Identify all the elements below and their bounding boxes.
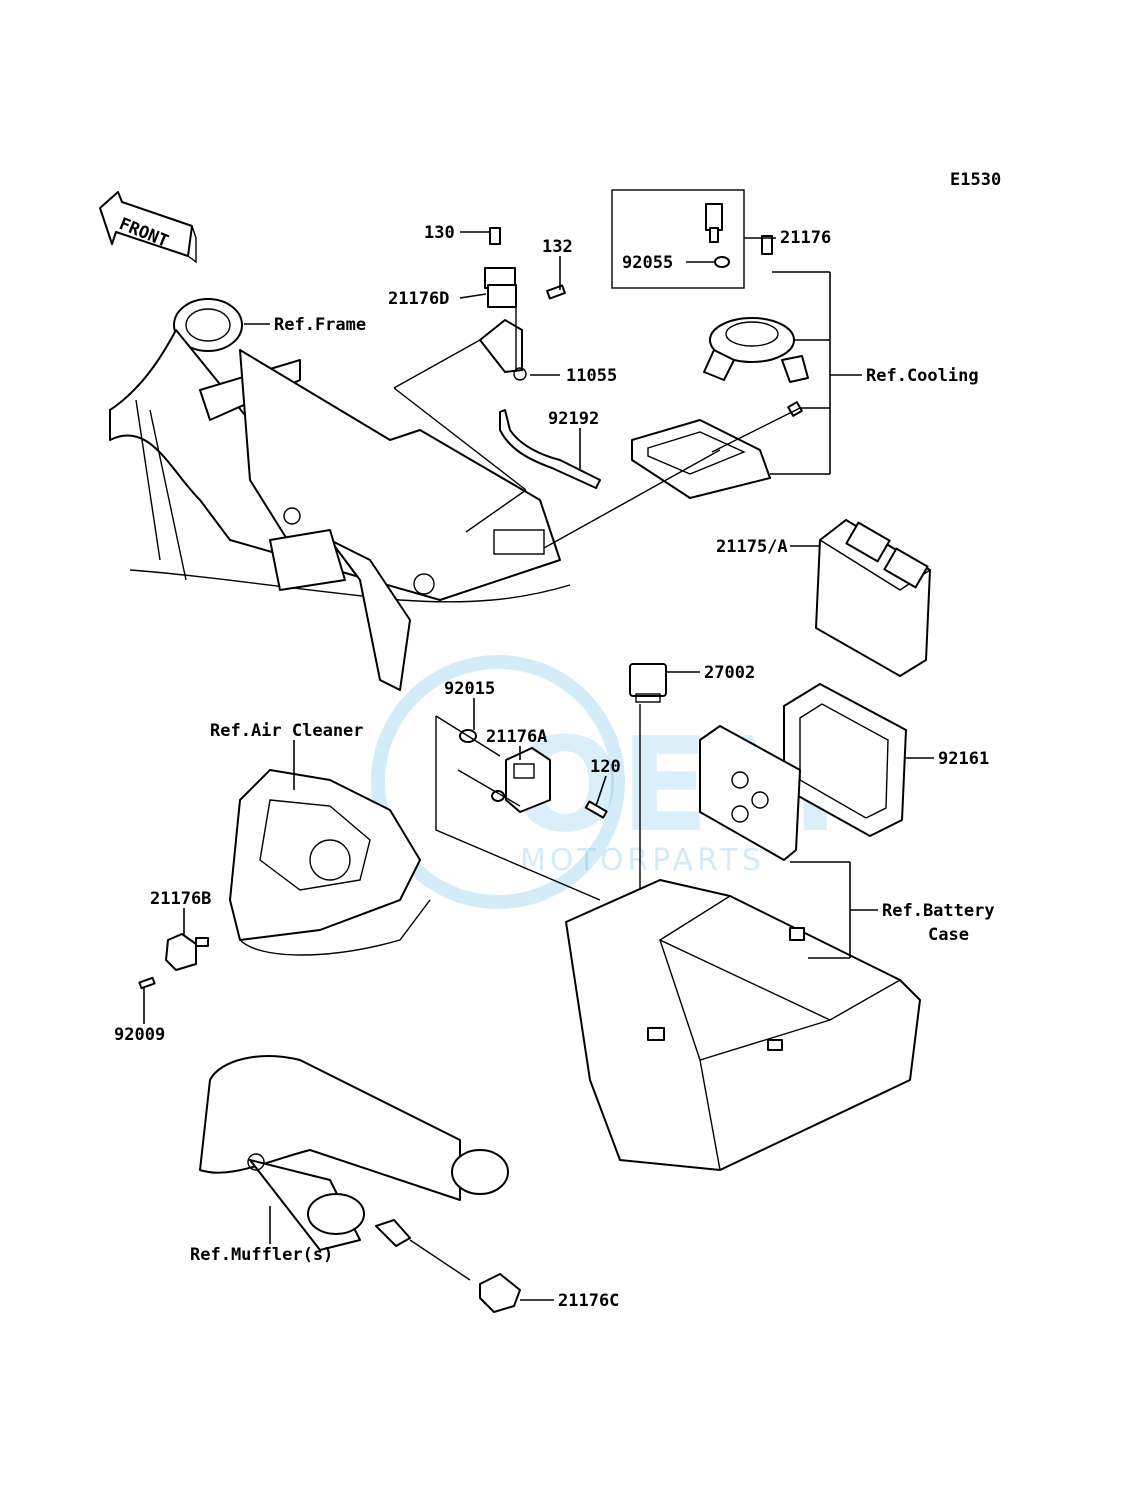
label-92009: 92009 [114, 1025, 165, 1045]
label-21175A: 21175/A [716, 537, 788, 557]
relay-drawing [629, 663, 667, 703]
label-21176C: 21176C [558, 1291, 619, 1311]
label-21176B: 21176B [150, 889, 211, 909]
ref-cooling-label: Ref.Cooling [866, 366, 979, 386]
ref-battery-case-label-1: Ref.Battery [882, 901, 995, 921]
label-21176D: 21176D [388, 289, 449, 309]
label-27002: 27002 [704, 663, 755, 683]
ref-frame-label: Ref.Frame [274, 315, 366, 335]
label-92161: 92161 [938, 749, 989, 769]
label-92055: 92055 [622, 253, 673, 273]
leader-lines [143, 231, 934, 1301]
ecu-bracket-drawing [699, 683, 907, 861]
label-132: 132 [542, 237, 573, 257]
part-21176-box [611, 189, 745, 289]
watermark-sub: MOTORPARTS [520, 843, 765, 878]
label-130: 130 [424, 223, 455, 243]
ref-battery-case-label-2: Case [928, 925, 969, 945]
label-21176A: 21176A [486, 727, 547, 747]
ref-mufflers-label: Ref.Muffler(s) [190, 1245, 333, 1265]
muffler-drawing [199, 1055, 521, 1313]
sensor-assembly-drawing [393, 227, 601, 533]
frame-drawing [109, 298, 571, 691]
battery-case-drawing [565, 704, 921, 1171]
cooling-housing-drawing [543, 235, 809, 549]
label-120: 120 [590, 757, 621, 777]
label-92192: 92192 [548, 409, 599, 429]
label-92015: 92015 [444, 679, 495, 699]
diagram-code: E1530 [950, 170, 1001, 190]
ecu-drawing [815, 519, 932, 677]
sensor-21176A-drawing [435, 715, 608, 901]
ref-air-cleaner-label: Ref.Air Cleaner [210, 721, 364, 741]
label-21176: 21176 [780, 228, 831, 248]
front-arrow-icon: FRONT [99, 191, 197, 264]
label-11055: 11055 [566, 366, 617, 386]
air-cleaner-drawing [138, 769, 431, 990]
